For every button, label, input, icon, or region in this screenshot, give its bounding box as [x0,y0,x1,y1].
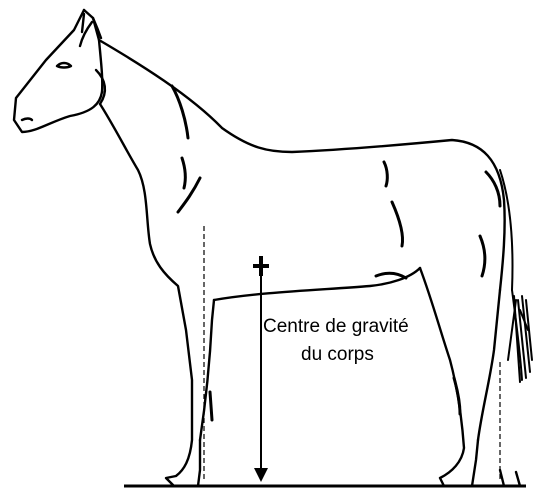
center-of-gravity-marker [253,256,269,482]
cog-label-line2: du corps [301,343,374,367]
horse-silhouette [14,10,520,486]
muscle-shading-strokes [172,86,500,420]
cog-arrow-head [254,468,268,482]
cog-label-line1: Centre de gravité [263,315,409,339]
